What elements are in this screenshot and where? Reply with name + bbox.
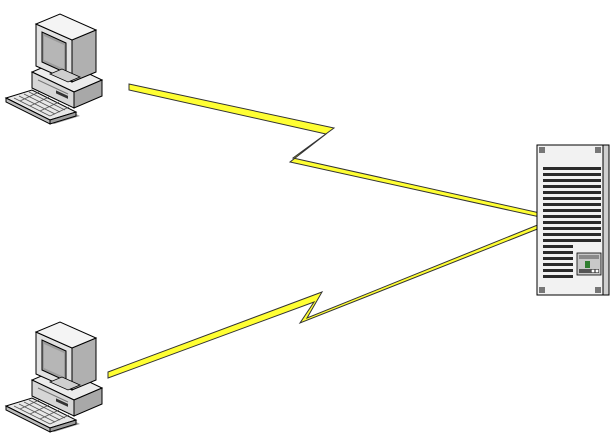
link-workstation-2-to-server	[107, 223, 541, 379]
workstation-1[interactable]	[5, 13, 103, 125]
link-workstation-1-to-server	[128, 83, 541, 218]
workstation-2[interactable]	[5, 321, 103, 433]
server-1[interactable]	[536, 144, 610, 296]
